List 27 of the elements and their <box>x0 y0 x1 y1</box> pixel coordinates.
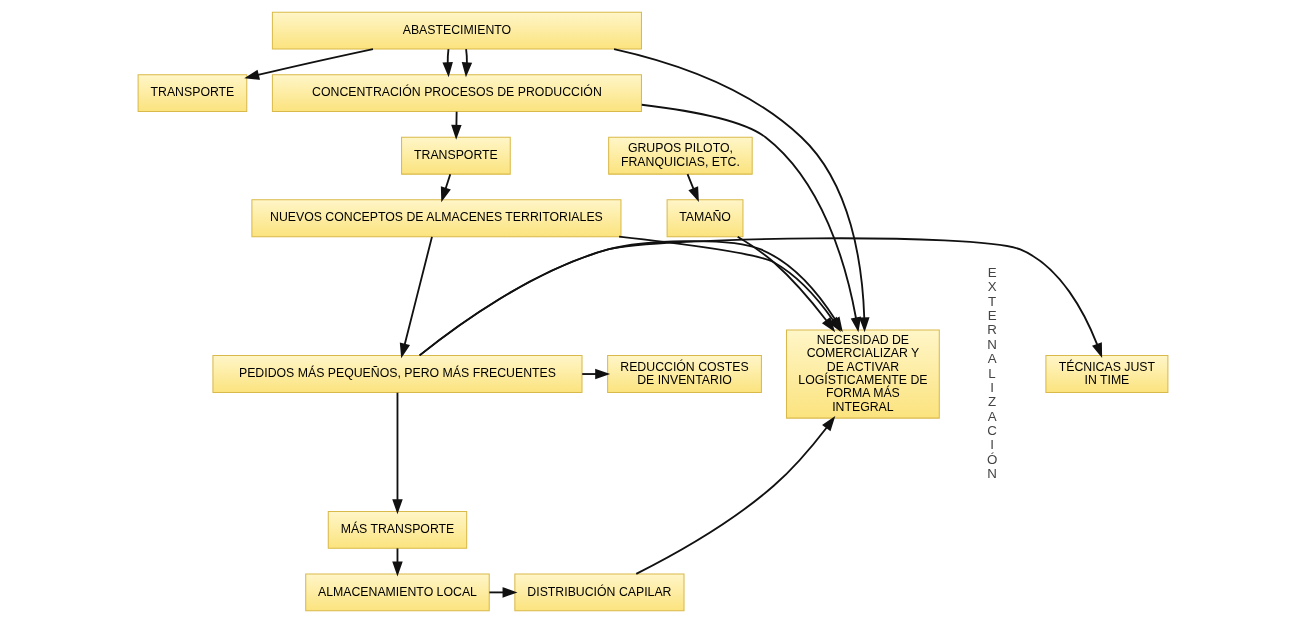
node-box: NECESIDAD DE COMERCIALIZAR Y DE ACTIVAR LOGÍSTICAMENTE DE FORMA MÁS INTEGRAL <box>785 329 940 419</box>
node-box: ABASTECIMIENTO <box>271 11 642 50</box>
arrow <box>686 173 699 203</box>
node-box: ALMACENAMIENTO LOCAL <box>304 573 490 612</box>
arrow <box>391 391 403 515</box>
node-box: MÁS TRANSPORTE <box>327 510 467 549</box>
arrow <box>440 173 451 203</box>
arrow <box>441 48 453 78</box>
node-box: PEDIDOS MÁS PEQUEÑOS, PERO MÁS FRECUENTES <box>211 355 583 393</box>
arrow <box>399 235 433 359</box>
arrow <box>736 235 835 333</box>
arrow <box>243 48 374 80</box>
arrow <box>418 237 1102 359</box>
node-box: TRANSPORTE <box>400 136 511 175</box>
node-box: CONCENTRACIÓN PROCESOS DE PRODUCCIÓN <box>271 74 642 113</box>
node-box: DISTRIBUCIÓN CAPILAR <box>513 573 685 612</box>
node-box: GRUPOS PILOTO, FRANQUICIAS, ETC. <box>607 136 753 175</box>
node-box: TAMAÑO <box>666 199 743 238</box>
arrow <box>461 48 472 78</box>
node-box: NUEVOS CONCEPTOS DE ALMACENES TERRITORIALES <box>250 199 621 238</box>
arrow <box>580 368 610 380</box>
arrow <box>487 587 518 598</box>
node-box: REDUCCIÓN COSTES DE INVENTARIO <box>606 355 762 393</box>
label: EXTERNALIZACIÓN <box>986 265 997 481</box>
arrow <box>634 416 835 575</box>
node-box: TRANSPORTE <box>137 74 247 113</box>
node-box: TÉCNICAS JUST IN TIME <box>1044 355 1168 393</box>
